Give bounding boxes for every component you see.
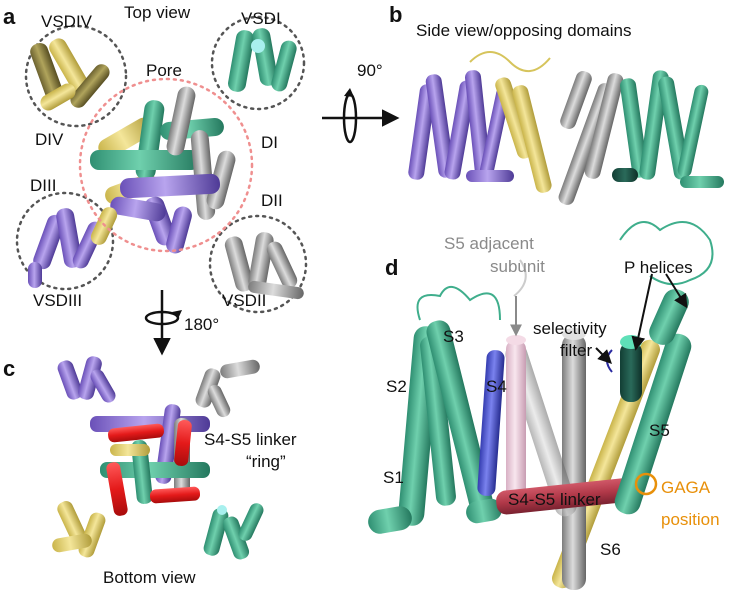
vsd-i-circle <box>210 15 306 111</box>
vsd-iv-helices <box>30 38 110 111</box>
selectivity-label-line1: selectivity <box>533 319 607 338</box>
s3-label: S3 <box>443 327 464 346</box>
s2-helix <box>420 336 456 506</box>
d-ii-label: DII <box>261 191 283 210</box>
bottom-view-label: Bottom view <box>103 568 196 587</box>
bottom-view-helices <box>52 356 264 560</box>
gaga-label-line1: GAGA <box>661 478 711 497</box>
s2-label: S2 <box>386 377 407 396</box>
grey-domain-helices <box>558 71 624 205</box>
d-i-label: DI <box>261 133 278 152</box>
top-view-title: Top view <box>124 3 191 22</box>
s1-label: S1 <box>383 468 404 487</box>
p-helices-label: P helices <box>624 258 693 277</box>
vsd-ii-helices <box>224 232 304 300</box>
vsd-iii-label: VSDIII <box>33 291 82 310</box>
side-view-title: Side view/opposing domains <box>416 21 631 40</box>
rotation-180-symbol: 180° <box>144 290 219 356</box>
linker-ring-label-line2: “ring” <box>246 452 286 471</box>
panel-b-letter: b <box>389 2 402 27</box>
panel-c: c <box>3 356 297 587</box>
panel-d: d <box>368 221 720 590</box>
vsd-i-helices <box>228 28 297 92</box>
s5-label: S5 <box>649 421 670 440</box>
panel-b: b Side view/opposing domains <box>389 2 724 205</box>
s4-label: S4 <box>486 377 507 396</box>
panel-a: a Top view Pore VSDIV VSDI VSDIII VSDII … <box>3 3 308 314</box>
teal-domain-helices <box>612 70 724 188</box>
selectivity-label-line2: filter <box>560 341 592 360</box>
s6-label: S6 <box>600 540 621 559</box>
vsd-ii-circle <box>208 214 308 314</box>
pore-circle <box>78 77 254 253</box>
rotation-90-label: 90° <box>357 61 383 80</box>
purple-domain-helices <box>408 70 514 182</box>
pore-label: Pore <box>146 61 182 80</box>
vsd-iii-circle <box>15 191 115 291</box>
panel-c-letter: c <box>3 356 15 381</box>
rotation-90-symbol: 90° <box>322 61 400 144</box>
s5-helix <box>614 333 692 515</box>
adjacent-s5-helix <box>562 334 586 590</box>
gaga-position-marker <box>634 472 658 496</box>
d-iv-label: DIV <box>35 130 64 149</box>
gaga-label-line2: position <box>661 510 720 529</box>
panel-a-letter: a <box>3 4 16 29</box>
s3-helix <box>426 320 494 516</box>
adjacent-subunit-label-line2: subunit <box>490 257 545 276</box>
s4-s5-linker <box>496 477 640 515</box>
vsd-iii-helices <box>28 208 104 288</box>
selectivity-filter-helix <box>620 342 642 402</box>
selectivity-arrow <box>595 347 612 364</box>
panel-d-letter: d <box>385 255 398 280</box>
vsd-iv-label: VSDIV <box>41 12 93 31</box>
linker-ring <box>106 419 201 516</box>
linker-ring-label-line1: S4-S5 linker <box>204 430 297 449</box>
rotation-180-label: 180° <box>184 315 219 334</box>
adjacent-s5-pink <box>506 340 526 512</box>
s4-helix <box>477 350 505 496</box>
p-helices-arrow-2 <box>665 273 688 309</box>
yellow-domain-helices <box>469 51 552 193</box>
pore-helices <box>90 86 236 254</box>
p-helices-arrow-1 <box>631 273 653 351</box>
linker-label: S4-S5 linker <box>508 490 601 509</box>
vsd-i-label: VSDI <box>241 9 281 28</box>
vsd-ii-label: VSDII <box>222 291 266 310</box>
vsd-iv-circle <box>24 24 128 128</box>
d-iii-label: DIII <box>30 176 56 195</box>
adjacent-subunit-label-line1: S5 adjacent <box>444 234 534 253</box>
